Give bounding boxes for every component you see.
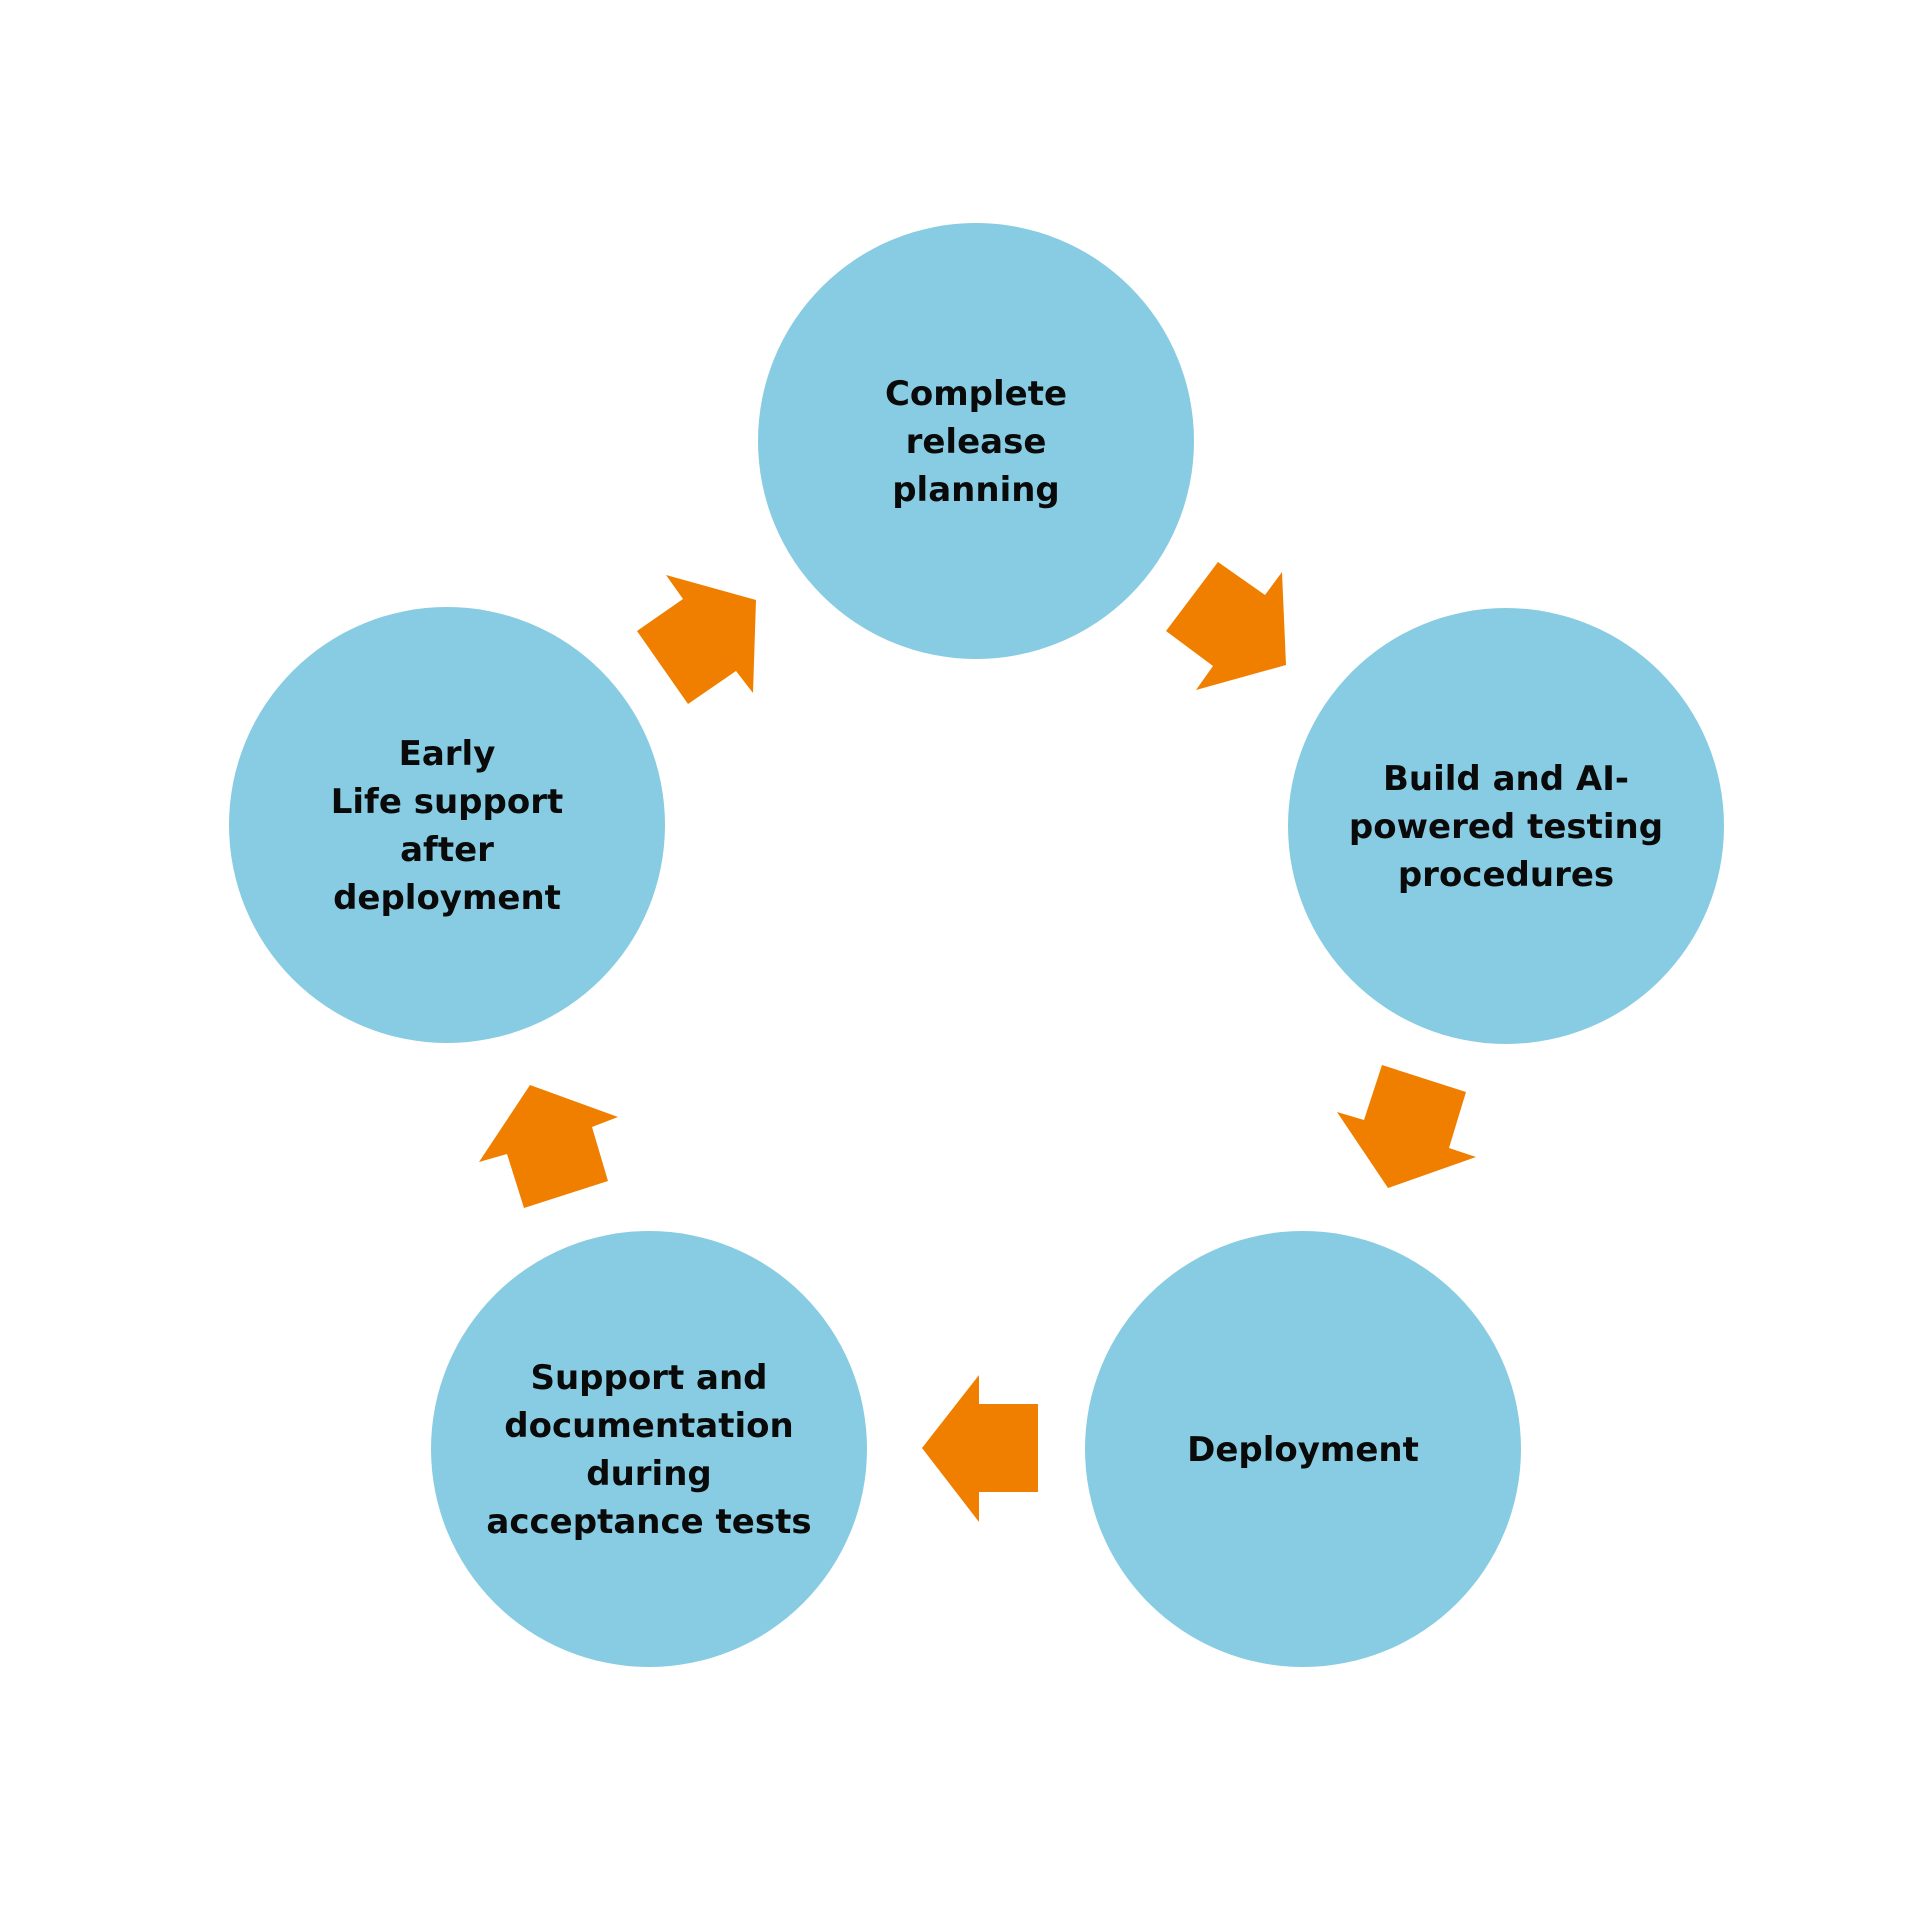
arrow-deployment-to-support	[922, 1375, 1038, 1522]
stage-label-line: Life support	[331, 782, 564, 822]
stage-label-line: Build and AI-	[1383, 759, 1629, 799]
stage-label: Complete release planning	[885, 374, 1067, 510]
stage-label: Deployment	[1187, 1430, 1419, 1470]
stage-label-line: planning	[892, 470, 1060, 510]
stage-node-support-and-documentation: Support and documentation during acceptance…	[431, 1231, 867, 1667]
stage-label-line: deployment	[333, 878, 561, 918]
stage-label-line: after	[400, 830, 494, 870]
stage-label-line: release	[906, 422, 1047, 462]
stage-circle	[229, 607, 665, 1043]
arrow-build-to-deployment	[1337, 1065, 1476, 1188]
stage-label: Support and documentation during acceptance…	[486, 1358, 811, 1542]
stage-node-deployment: Deployment	[1085, 1231, 1521, 1667]
stage-label-line: Early	[399, 734, 496, 774]
arrow-planning-to-build	[1166, 562, 1286, 690]
stage-label-line: during	[586, 1454, 712, 1494]
stage-circle	[1288, 608, 1724, 1044]
stage-label-line: acceptance tests	[486, 1502, 811, 1542]
stage-circle	[758, 223, 1194, 659]
arrow-support-to-early-life	[479, 1085, 618, 1208]
stage-node-build-and-testing: Build and AI-powered testing procedures	[1288, 608, 1724, 1044]
stage-label: Build and AI-powered testing procedures	[1349, 759, 1663, 895]
stage-label-line: Deployment	[1187, 1430, 1419, 1470]
stage-label-line: procedures	[1398, 855, 1614, 895]
stage-circle	[431, 1231, 867, 1667]
stage-label-line: Complete	[885, 374, 1067, 414]
stage-label-line: documentation	[504, 1406, 793, 1446]
stage-node-complete-release-planning: Complete release planning	[758, 223, 1194, 659]
stage-circle	[1085, 1231, 1521, 1667]
stage-label-line: powered testing	[1349, 807, 1663, 847]
arrow-early-life-to-planning	[637, 575, 756, 704]
stage-label-line: Support and	[530, 1358, 767, 1398]
